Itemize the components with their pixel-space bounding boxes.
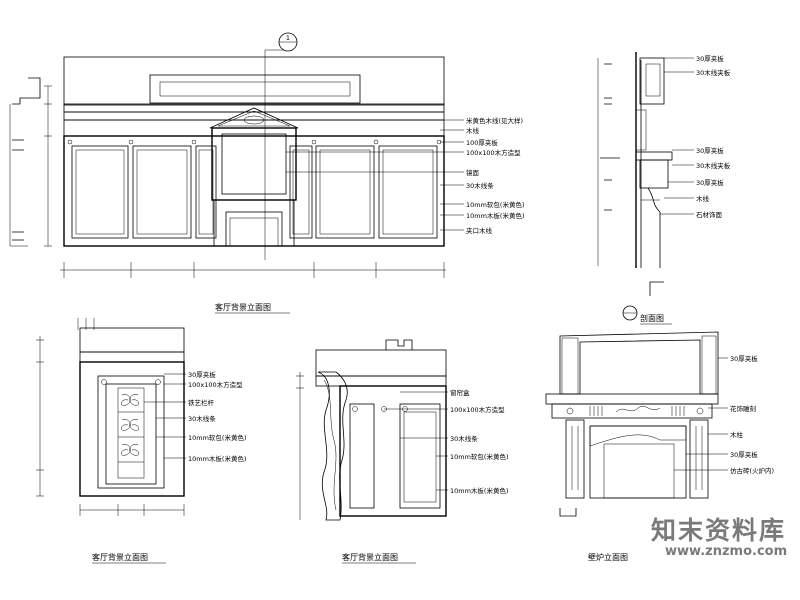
fireplace-callout-2: 木柱 — [730, 430, 744, 439]
door-callout-5: 10mm木板(米黄色) — [188, 454, 247, 463]
main-callout-6: 10mm软包(米黄色) — [466, 200, 525, 209]
side-section-caption: 剖面图 — [640, 313, 664, 323]
side-section: 30厚夹板 30木线夹板 30厚夹板 30木线夹板 30厚夹板 木线 石材饰面 … — [597, 52, 731, 325]
curtain-callout-3: 10mm软包(米黄色) — [450, 452, 509, 461]
side-callout-4: 30厚夹板 — [696, 178, 724, 187]
section-marker-label: 1 — [286, 34, 290, 42]
main-callout-0: 米黄色木线(见大样) — [466, 116, 523, 125]
curtain-elevation: 窗帘盒 100x100木方造型 30木线条 10mm软包(米黄色) 10mm木板… — [296, 339, 509, 564]
door-elevation: 30厚夹板 100x100木方造型 铁艺栏杆 30木线条 10mm软包(米黄色)… — [36, 318, 247, 564]
fireplace-callout-4: 仿古砖(火炉内) — [730, 466, 774, 475]
fireplace-elevation-caption: 壁炉立面图 — [588, 552, 628, 562]
door-callout-1: 100x100木方造型 — [188, 380, 243, 389]
door-elevation-caption: 客厅背景立面图 — [92, 552, 148, 562]
curtain-callout-1: 100x100木方造型 — [450, 405, 505, 414]
curtain-callout-0: 窗帘盒 — [450, 388, 470, 397]
curtain-callout-2: 30木线条 — [450, 434, 478, 443]
main-callout-1: 木线 — [466, 126, 480, 135]
side-callout-0: 30厚夹板 — [696, 54, 724, 63]
main-callout-2: 100厚夹板 — [466, 138, 498, 147]
side-callout-2: 30厚夹板 — [696, 146, 724, 155]
main-callout-3: 100x100木方造型 — [466, 148, 521, 157]
fireplace-elevation: 30厚夹板 花饰雕刻 木柱 30厚夹板 仿古砖(火炉内) 壁炉立面图 — [545, 331, 774, 562]
door-callout-2: 铁艺栏杆 — [188, 398, 215, 407]
watermark-backdrop — [638, 508, 796, 568]
fireplace-callout-0: 30厚夹板 — [730, 354, 758, 363]
watermark-url: www.znzmo.com — [665, 544, 788, 559]
door-callout-4: 10mm软包(米黄色) — [188, 433, 247, 442]
fireplace-callout-3: 30厚夹板 — [730, 450, 758, 459]
door-callout-3: 30木线条 — [188, 414, 216, 423]
curtain-callout-4: 10mm木板(米黄色) — [450, 486, 509, 495]
main-callout-7: 10mm木板(米黄色) — [466, 211, 525, 220]
side-callout-1: 30木线夹板 — [696, 68, 731, 77]
curtain-elevation-caption: 客厅背景立面图 — [342, 552, 398, 562]
watermark-name: 知末资料库 — [651, 516, 787, 545]
side-callout-5: 木线 — [696, 194, 710, 203]
main-elevation-caption: 客厅背景立面图 — [215, 302, 271, 312]
main-callout-5: 30木线条 — [466, 181, 494, 190]
fireplace-callout-1: 花饰雕刻 — [730, 404, 756, 413]
side-callout-3: 30木线夹板 — [696, 161, 731, 170]
main-callout-4: 镜面 — [466, 168, 480, 177]
door-callout-0: 30厚夹板 — [188, 370, 216, 379]
main-callout-8: 夹口木线 — [466, 226, 493, 235]
main-elevation: 1 米黄色木线(见大样) 木线 100厚夹板 100x100木方造型 镜面 30… — [9, 32, 525, 314]
side-callout-6: 石材饰面 — [696, 210, 723, 219]
